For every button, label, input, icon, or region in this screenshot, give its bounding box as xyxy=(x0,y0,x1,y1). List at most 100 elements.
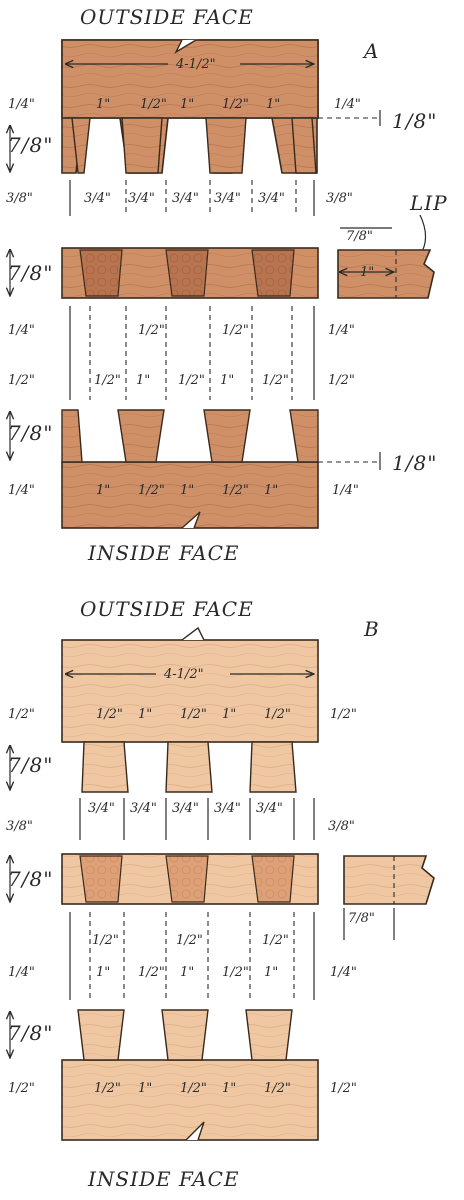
dim-3-4-b1: 3/4" xyxy=(88,801,115,816)
tail-end-b3 xyxy=(251,855,295,903)
dim-3-4-b2: 3/4" xyxy=(130,801,157,816)
dim-total-b: 4-1/2" xyxy=(163,667,204,682)
dim-quarter-b2: 1/4" xyxy=(330,965,357,980)
pin-a4 xyxy=(291,117,317,174)
dim-total-a: 4-1/2" xyxy=(175,57,216,72)
dim-left-quarter-a: 1/4" xyxy=(8,97,35,112)
pin-b1 xyxy=(81,741,129,793)
dim-one-b5: 1" xyxy=(264,965,278,980)
dim-one-b1: 1" xyxy=(138,707,152,722)
board-b-top-body xyxy=(61,639,319,743)
dim-half-a3: 1/2" xyxy=(138,323,165,338)
dim-3-4-a5: 3/4" xyxy=(258,191,285,206)
dim-half-a5: 1/2" xyxy=(8,373,35,388)
board-a-bottom-body xyxy=(61,461,319,529)
inside-face-label-b: INSIDE FACE xyxy=(87,1167,239,1191)
pin-a3 xyxy=(205,117,247,174)
dim-quarter-a4: 1/4" xyxy=(328,323,355,338)
dim-one-a2: 1" xyxy=(180,97,194,112)
dim-half-a10: 1/2" xyxy=(138,483,165,498)
dim-half-b1: 1/2" xyxy=(8,707,35,722)
dim-bg-total-b xyxy=(156,664,230,682)
guide-lines-b2 xyxy=(69,912,315,1000)
dim-7-8-lip-b: 7/8" xyxy=(348,911,375,926)
dim-3-4-a4: 3/4" xyxy=(214,191,241,206)
dim-one-a1: 1" xyxy=(96,97,110,112)
outside-face-label-b: OUTSIDE FACE xyxy=(80,597,254,621)
dim-half-b3: 1/2" xyxy=(180,707,207,722)
dim-half-b12: 1/2" xyxy=(94,1081,121,1096)
inside-face-label-a: INSIDE FACE xyxy=(87,541,239,565)
break-mark-a-top xyxy=(174,39,197,54)
dim-three-eighths-a-right: 3/8" xyxy=(326,191,353,206)
dim-half-b2: 1/2" xyxy=(96,707,123,722)
tail-b2 xyxy=(161,1009,209,1061)
dim-half-b7: 1/2" xyxy=(176,933,203,948)
dim-seven-eighths-b2: 7/8" xyxy=(8,867,53,891)
dim-seven-eighths-a2: 7/8" xyxy=(8,261,53,285)
dim-half-b11: 1/2" xyxy=(8,1081,35,1096)
tail-end-b1 xyxy=(79,855,123,903)
tail-a1 xyxy=(61,409,83,463)
lip-piece-a xyxy=(337,249,435,299)
dim-half-a6: 1/2" xyxy=(94,373,121,388)
guide-lines-a2 xyxy=(69,306,315,400)
dim-half-a1: 1/2" xyxy=(140,97,167,112)
dim-7-8-lip: 7/8" xyxy=(346,229,373,244)
dim-one-b3: 1" xyxy=(96,965,110,980)
dim-half-b6: 1/2" xyxy=(92,933,119,948)
dim-quarter-b1: 1/4" xyxy=(8,965,35,980)
tail-b3 xyxy=(245,1009,293,1061)
pin-b2 xyxy=(165,741,213,793)
dim-one-b2: 1" xyxy=(222,707,236,722)
dim-one-b4: 1" xyxy=(180,965,194,980)
guide-lines-b1 xyxy=(79,798,315,840)
dim-half-b10: 1/2" xyxy=(222,965,249,980)
dim-one-a6: 1" xyxy=(96,483,110,498)
dim-half-b9: 1/2" xyxy=(138,965,165,980)
dim-one-lip: 1" xyxy=(360,265,374,280)
dim-3-4-b5: 3/4" xyxy=(256,801,283,816)
break-mark-b-bottom xyxy=(185,1121,205,1141)
pin-b3 xyxy=(249,741,297,793)
dim-3-4-a3: 3/4" xyxy=(172,191,199,206)
lip-label: LIP xyxy=(409,191,448,215)
tail-b1 xyxy=(77,1009,125,1061)
dim-half-b8: 1/2" xyxy=(262,933,289,948)
tail-end-a3 xyxy=(251,249,295,297)
dim-one-a3: 1" xyxy=(266,97,280,112)
section-b-label: B xyxy=(363,617,380,641)
dim-half-a2: 1/2" xyxy=(222,97,249,112)
dim-right-quarter-a: 1/4" xyxy=(334,97,361,112)
dim-half-b4: 1/2" xyxy=(264,707,291,722)
dim-seven-eighths-b1: 7/8" xyxy=(8,753,53,777)
lip-piece-b xyxy=(343,855,435,905)
dim-seven-eighths-a3: 7/8" xyxy=(8,421,53,445)
dim-half-b15: 1/2" xyxy=(330,1081,357,1096)
tail-a2 xyxy=(117,409,165,463)
tail-a4 xyxy=(289,409,319,463)
dim-seven-eighths-b3: 7/8" xyxy=(8,1021,53,1045)
dim-half-b13: 1/2" xyxy=(180,1081,207,1096)
section-a-label: A xyxy=(362,39,379,63)
dim-3-4-a1: 3/4" xyxy=(84,191,111,206)
board-a-top-body xyxy=(61,39,319,119)
dim-three-eighths-a-left: 3/8" xyxy=(6,191,33,206)
dim-quarter-a3: 1/4" xyxy=(8,323,35,338)
board-b-bottom-body xyxy=(61,1059,319,1141)
dim-three-eighths-b-right: 3/8" xyxy=(328,819,355,834)
dim-three-eighths-b-left: 3/8" xyxy=(6,819,33,834)
dim-seven-eighths-a1: 7/8" xyxy=(8,133,53,157)
dim-half-a8: 1/2" xyxy=(262,373,289,388)
dim-half-a7: 1/2" xyxy=(178,373,205,388)
dim-half-b14: 1/2" xyxy=(264,1081,291,1096)
tail-end-a1 xyxy=(79,249,123,297)
tail-end-a2 xyxy=(165,249,209,297)
tail-end-b2 xyxy=(165,855,209,903)
break-mark-b-top xyxy=(181,626,205,641)
tail-a3 xyxy=(203,409,251,463)
dim-one-b7: 1" xyxy=(222,1081,236,1096)
dim-eighth-a-top: 1/8" xyxy=(392,109,437,133)
dim-bg-total-a xyxy=(168,54,240,72)
